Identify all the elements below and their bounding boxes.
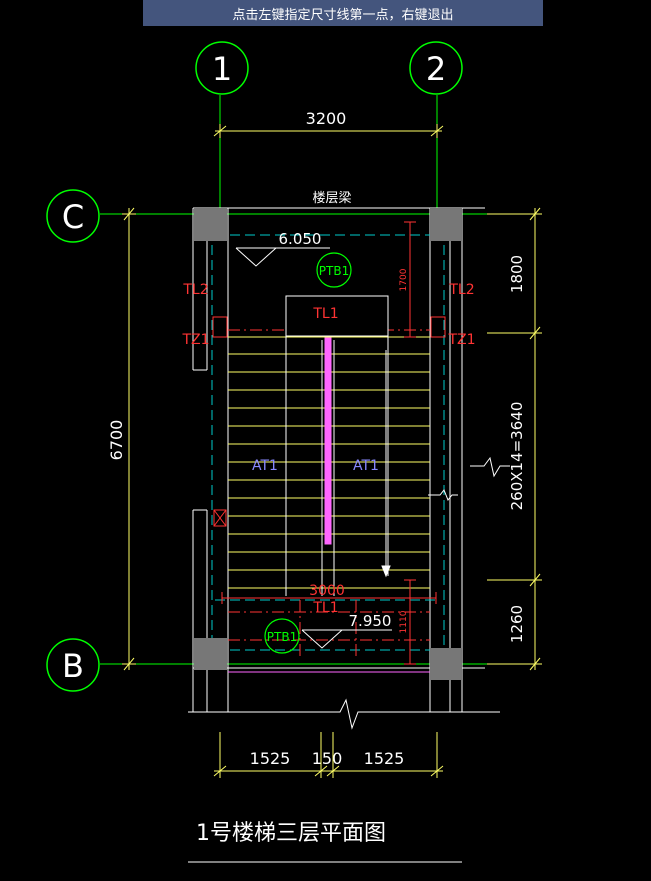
dimension-lines <box>122 124 542 778</box>
elevation-marker-top <box>235 247 330 267</box>
break-mark-mid <box>428 489 458 501</box>
ptb-circle-top <box>316 252 352 288</box>
label-at-right: AT1 <box>353 458 379 474</box>
dim-bottom-left: 1525 <box>250 749 291 768</box>
label-floor-beam: 楼层梁 <box>312 191 351 206</box>
axis-lines <box>100 95 490 665</box>
label-at-left: AT1 <box>252 458 278 474</box>
drawing-title: 1号楼梯三层平面图 <box>196 821 386 846</box>
hidden-lines <box>211 215 445 660</box>
axis-bubble-1: 1 <box>195 41 249 95</box>
label-ptb-bottom: PTB1 <box>267 630 297 644</box>
dim-right-mid: 260X14=3640 <box>508 402 526 511</box>
column-marks <box>212 316 446 527</box>
axis-bubble-b: B <box>46 638 100 692</box>
columns <box>194 208 462 680</box>
break-mark-right <box>470 456 510 478</box>
axis-bubble-2: 2 <box>409 41 463 95</box>
inner-dimensions <box>221 221 437 665</box>
dim-inner-width: 3000 <box>309 583 345 599</box>
dim-right-bottom: 1260 <box>508 605 526 643</box>
axis-label-c: C <box>62 198 84 236</box>
label-elev-bottom: 7.950 <box>349 612 392 630</box>
label-tl2-right: TL2 <box>448 282 474 298</box>
dim-left-height: 6700 <box>107 420 126 461</box>
axis-label-1: 1 <box>212 50 232 88</box>
label-ptb-top: PTB1 <box>319 264 349 278</box>
axis-bubble-c: C <box>46 189 100 243</box>
dim-bottom-right: 1525 <box>364 749 405 768</box>
label-elev-top: 6.050 <box>279 230 322 248</box>
dim-top-width: 3200 <box>306 109 347 128</box>
command-prompt: 点击左键指定尺寸线第一点，右键退出 <box>143 0 543 26</box>
break-line-bottom <box>188 698 500 730</box>
axis-label-b: B <box>62 647 84 685</box>
label-tl1-bottom: TL1 <box>312 600 338 616</box>
axis-label-2: 2 <box>426 50 446 88</box>
dim-bottom-mid: 150 <box>312 749 343 768</box>
dim-inner-top-vert: 1700 <box>399 268 409 291</box>
stair-walls <box>192 207 485 712</box>
stair-arrow <box>381 350 391 578</box>
label-tz1-right: TZ1 <box>447 332 475 348</box>
label-tl2-left: TL2 <box>182 282 208 298</box>
dim-inner-bottom-vert: 1110 <box>399 610 409 633</box>
label-tl1-top: TL1 <box>312 306 338 322</box>
ptb-circle-bottom <box>264 618 300 654</box>
label-tz1-left: TZ1 <box>181 332 209 348</box>
elevation-marker-bottom <box>301 629 392 649</box>
dim-right-top: 1800 <box>508 255 526 293</box>
stair-well <box>285 295 389 596</box>
